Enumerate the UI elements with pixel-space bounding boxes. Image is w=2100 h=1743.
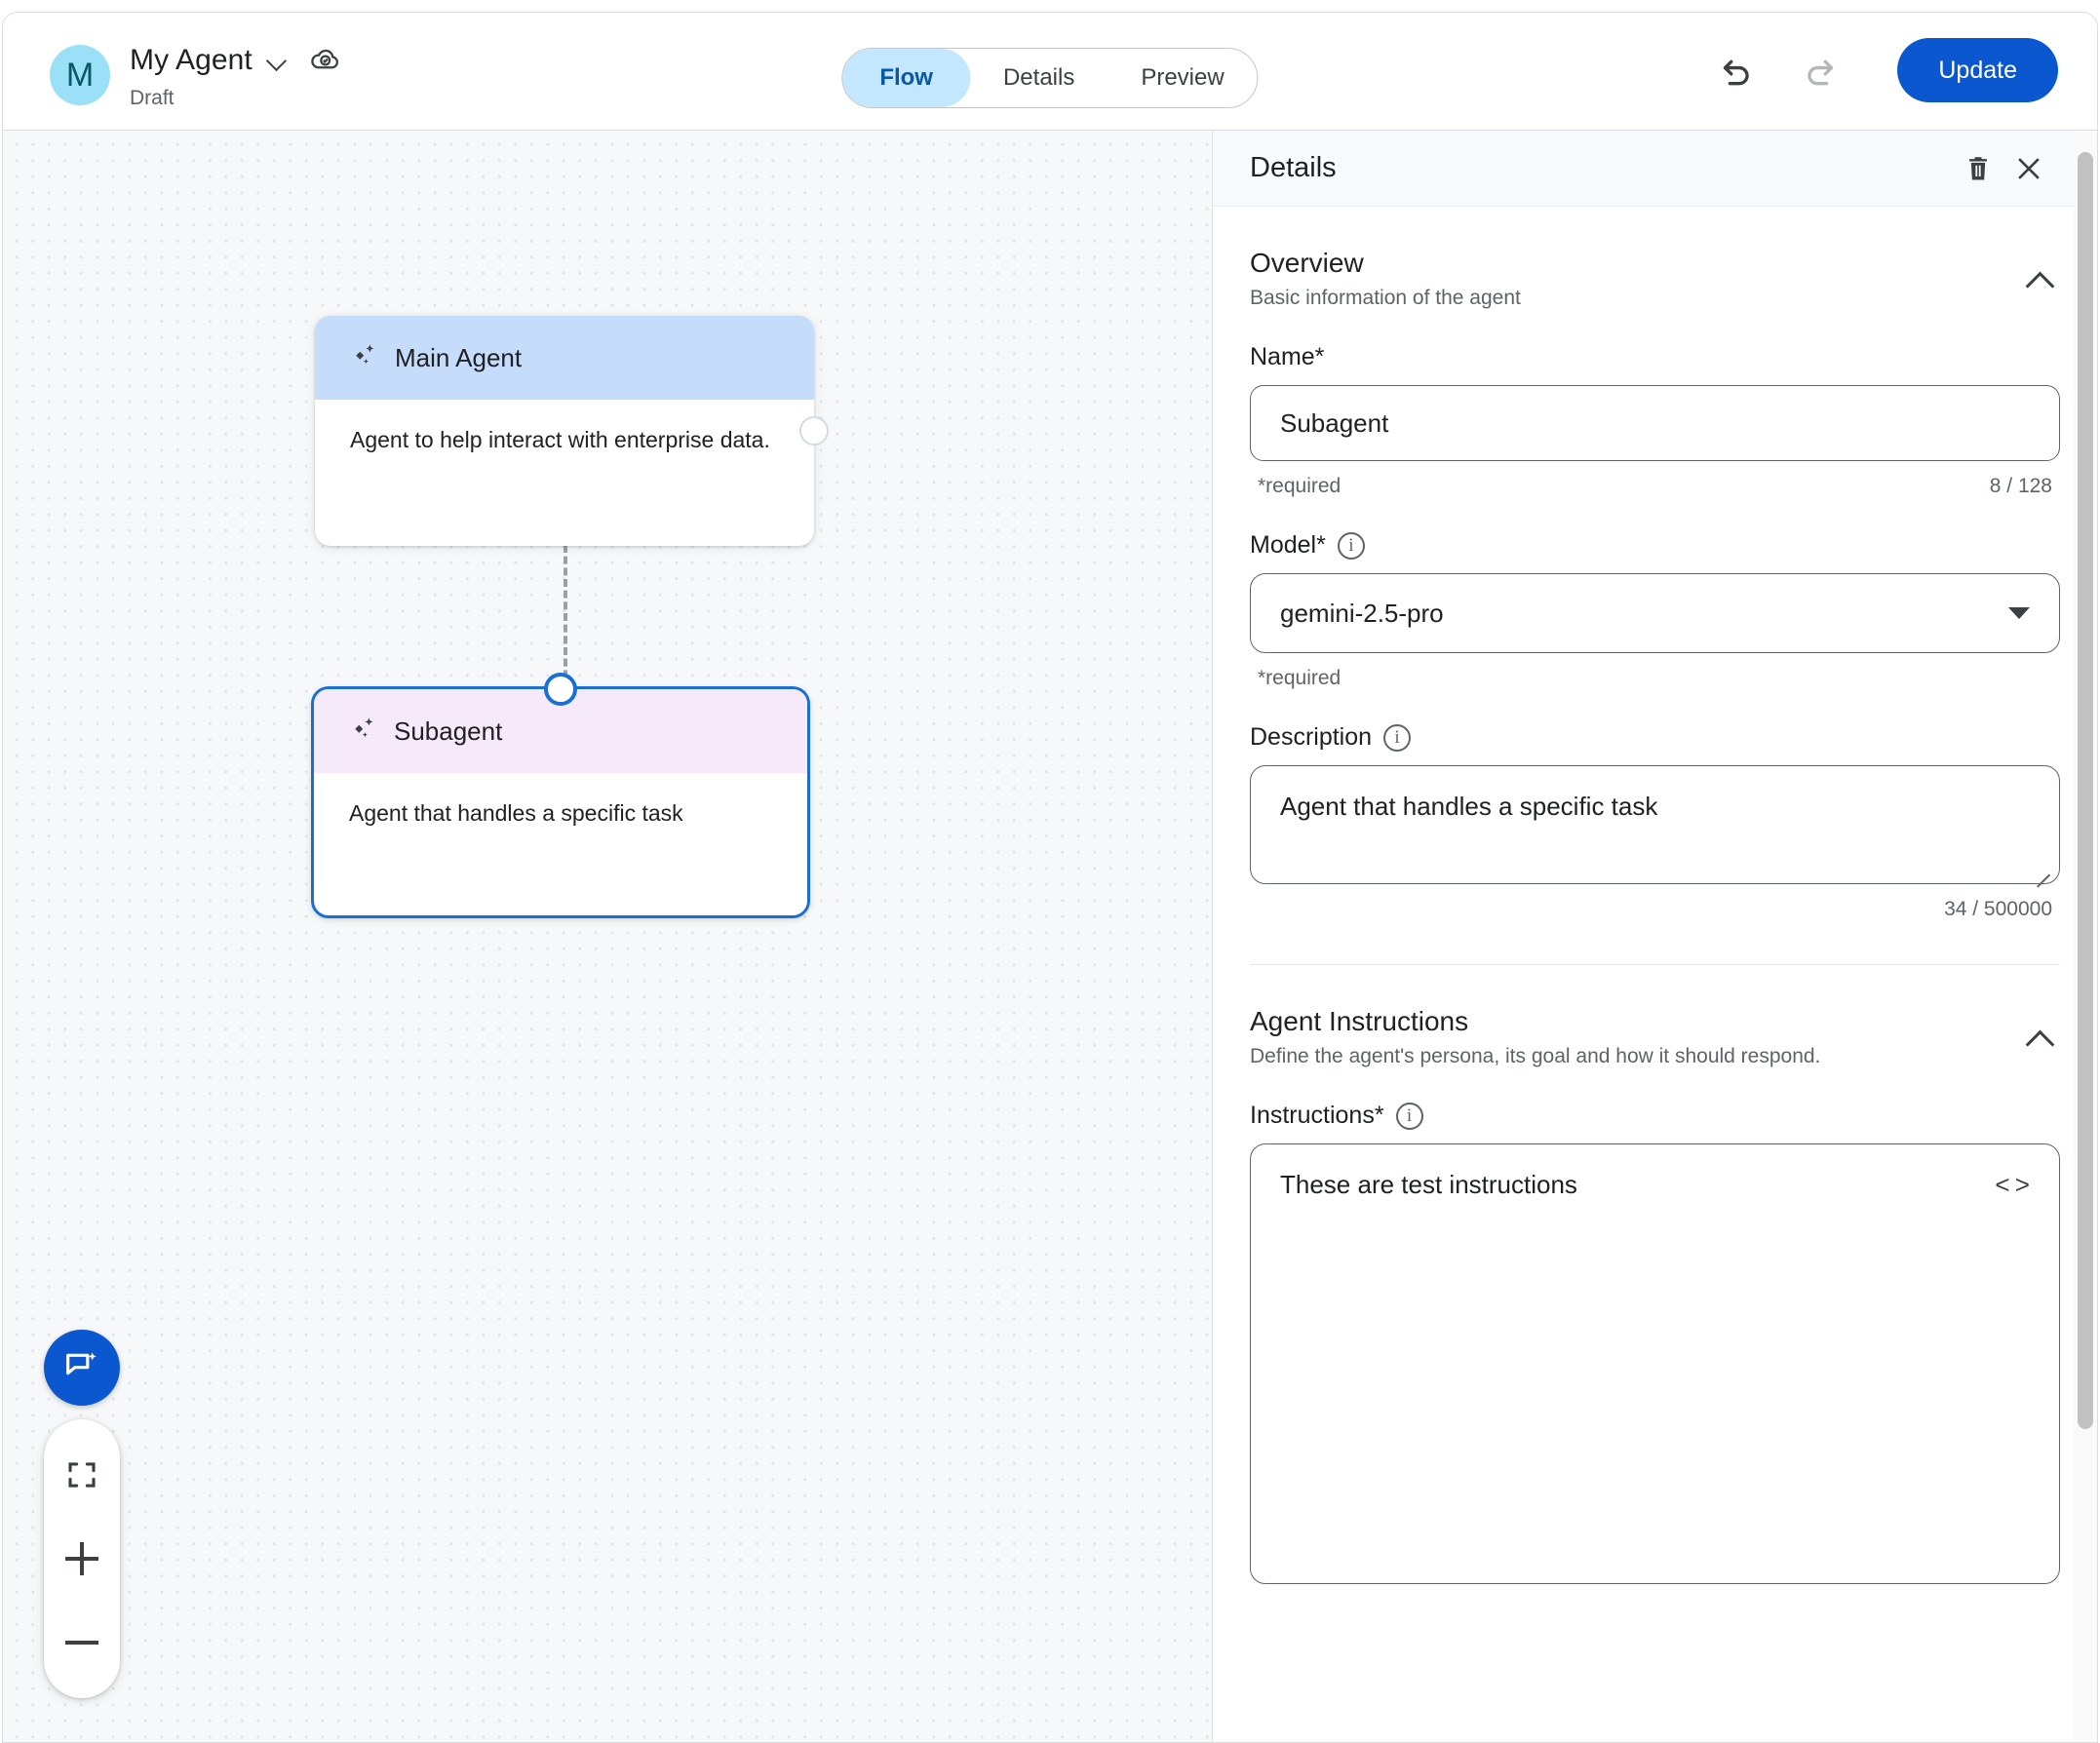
chevron-down-icon[interactable] <box>266 49 290 72</box>
overview-section-header: Overview Basic information of the agent <box>1250 207 2060 310</box>
node-description: Agent to help interact with enterprise d… <box>315 400 814 482</box>
agent-status: Draft <box>130 87 175 109</box>
field-description: Description i Agent that handles a speci… <box>1250 723 2060 921</box>
fit-view-button[interactable] <box>44 1433 120 1517</box>
tab-flow[interactable]: Flow <box>842 49 970 107</box>
field-model: Model* i gemini-2.5-pro *required <box>1250 531 2060 690</box>
node-input-handle[interactable] <box>544 673 577 706</box>
agent-instructions-subtitle: Define the agent's persona, its goal and… <box>1250 1045 1821 1067</box>
field-instructions: Instructions* i These are test instructi… <box>1250 1102 2060 1584</box>
zoom-controls <box>44 1419 120 1698</box>
tab-preview[interactable]: Preview <box>1141 64 1225 91</box>
field-name: Name* Subagent *required 8 / 128 <box>1250 343 2060 498</box>
chat-sparkle-icon <box>66 1352 97 1375</box>
page-title: My Agent <box>130 44 253 76</box>
details-panel-title: Details <box>1250 152 1337 183</box>
sparkle-icon <box>350 340 379 376</box>
close-icon <box>2018 158 2040 178</box>
edge-main-to-subagent <box>564 545 567 689</box>
redo-button[interactable] <box>1792 42 1848 98</box>
trash-icon <box>1969 156 1987 179</box>
undo-button[interactable] <box>1708 42 1765 98</box>
code-brackets-icon[interactable]: < > <box>1995 1170 2031 1199</box>
instructions-textarea[interactable]: These are test instructions < > <box>1250 1143 2060 1584</box>
cloud-saved-icon <box>309 42 342 79</box>
node-subagent[interactable]: Subagent Agent that handles a specific t… <box>311 673 810 918</box>
description-value: Agent that handles a specific task <box>1280 792 1658 821</box>
description-label: Description <box>1250 723 1373 751</box>
model-select-value: gemini-2.5-pro <box>1280 598 1444 628</box>
instructions-value: These are test instructions <box>1280 1170 1577 1199</box>
top-bar-actions: Update <box>1708 38 2058 102</box>
zoom-in-button[interactable] <box>44 1517 120 1601</box>
resize-grip-icon[interactable] <box>2032 857 2053 878</box>
info-icon[interactable]: i <box>1383 723 1412 752</box>
name-helper-row: *required 8 / 128 <box>1250 475 2060 498</box>
node-title: Subagent <box>394 716 503 746</box>
info-icon[interactable]: i <box>1395 1102 1423 1130</box>
top-bar: M My Agent Draft Flow D <box>3 13 2097 131</box>
name-counter: 8 / 128 <box>1989 475 2052 497</box>
node-title: Main Agent <box>395 342 523 372</box>
flow-canvas[interactable]: Main Agent Agent to help interact with e… <box>3 131 1212 1742</box>
minus-icon <box>65 1626 98 1659</box>
name-required-text: *required <box>1258 475 1342 497</box>
panel-scrollbar-thumb[interactable] <box>2078 152 2093 1429</box>
avatar: M <box>50 45 110 105</box>
description-label-row: Description i <box>1250 723 2060 752</box>
app-window: M My Agent Draft Flow D <box>2 12 2098 1743</box>
body: Main Agent Agent to help interact with e… <box>3 131 2097 1742</box>
agent-instructions-section-header: Agent Instructions Define the agent's pe… <box>1250 965 2060 1068</box>
node-output-handle[interactable] <box>799 416 829 445</box>
update-button[interactable]: Update <box>1897 38 2058 102</box>
plus-icon <box>65 1542 98 1575</box>
view-tabs: Flow Details Preview <box>841 48 1259 108</box>
undo-icon <box>1724 59 1749 86</box>
panel-scrollbar-track[interactable] <box>2074 131 2097 1742</box>
instructions-label: Instructions* <box>1250 1102 1384 1129</box>
fit-view-icon <box>68 1462 96 1488</box>
agent-instructions-title: Agent Instructions <box>1250 1006 1469 1036</box>
delete-button[interactable] <box>1953 143 2003 194</box>
details-panel: Details Overview <box>1212 131 2097 1742</box>
model-select[interactable]: gemini-2.5-pro <box>1250 573 2060 653</box>
instructions-label-row: Instructions* i <box>1250 1102 2060 1130</box>
node-main-agent[interactable]: Main Agent Agent to help interact with e… <box>315 316 829 546</box>
close-button[interactable] <box>2003 143 2054 194</box>
agent-brand: M My Agent Draft <box>50 42 342 108</box>
model-label-row: Model* i <box>1250 531 2060 560</box>
model-label: Model* <box>1250 531 1326 559</box>
overview-subtitle: Basic information of the agent <box>1250 287 1521 309</box>
node-description: Agent that handles a specific task <box>314 773 807 855</box>
name-label: Name* <box>1250 343 1325 370</box>
description-textarea[interactable]: Agent that handles a specific task <box>1250 765 2060 884</box>
chevron-up-icon[interactable] <box>2021 1020 2060 1059</box>
node-header: Main Agent <box>315 316 814 400</box>
chat-assistant-button[interactable] <box>44 1330 120 1406</box>
redo-icon <box>1808 59 1834 86</box>
model-helper-row: *required <box>1250 667 2060 690</box>
overview-title: Overview <box>1250 248 1364 278</box>
sparkle-icon <box>349 714 378 750</box>
description-helper-row: 34 / 500000 <box>1250 898 2060 921</box>
details-panel-header: Details <box>1213 131 2097 207</box>
description-counter: 34 / 500000 <box>1944 898 2052 920</box>
zoom-out-button[interactable] <box>44 1601 120 1685</box>
model-required-text: *required <box>1258 667 1342 689</box>
caret-down-icon <box>2008 607 2030 619</box>
tab-details[interactable]: Details <box>1002 64 1075 91</box>
details-panel-content[interactable]: Overview Basic information of the agent … <box>1213 207 2097 1742</box>
name-input[interactable]: Subagent <box>1250 385 2060 461</box>
info-icon[interactable]: i <box>1337 531 1365 560</box>
section-divider <box>1250 964 2060 965</box>
chevron-up-icon[interactable] <box>2021 261 2060 300</box>
